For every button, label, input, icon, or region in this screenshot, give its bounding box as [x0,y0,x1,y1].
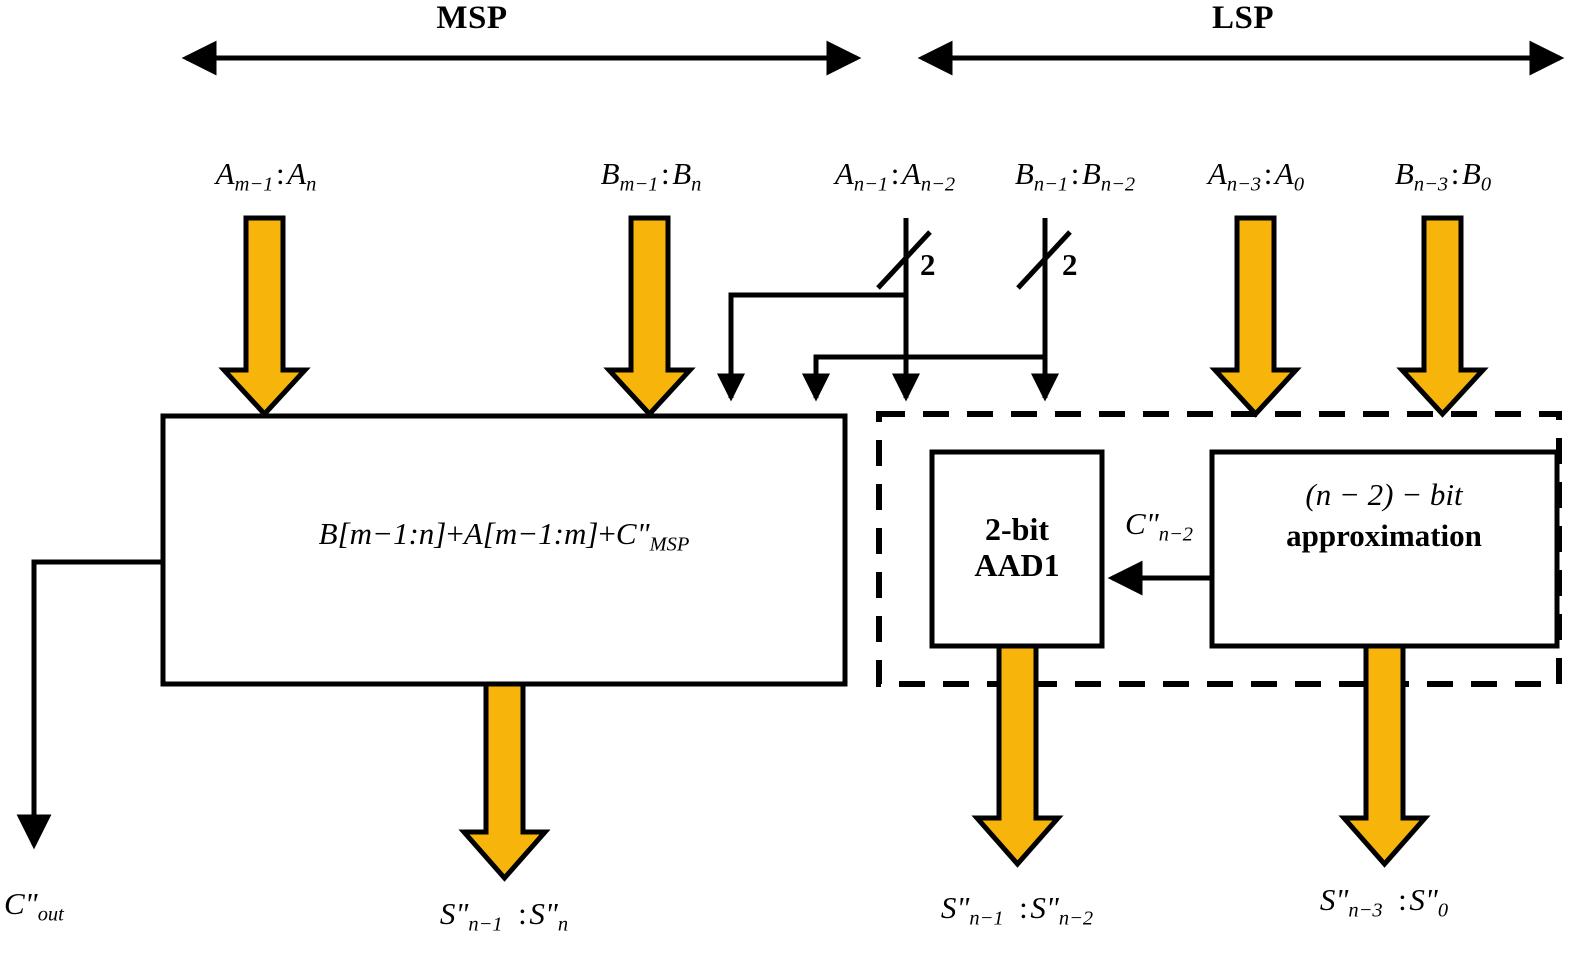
arrow-sum-appx [1338,643,1431,868]
carry-n2-sub: n−2 [1158,523,1193,546]
carry-out-sub: out [37,903,64,926]
input-b-lsp-sub2: 0 [1480,173,1492,196]
input-a-mid-sub1: n−1 [853,173,889,196]
sum-msp-sep: : [518,896,527,931]
msp-adder-box [160,413,848,687]
input-b-msp-sub1: m−1 [619,173,659,196]
approximation-line1: (n − 2) − bit [1305,477,1463,512]
msp-eq-plus2: + [598,516,616,551]
arrow-b-lsp [1396,215,1489,418]
input-b-lsp-sub1: n−3 [1413,173,1449,196]
aad1-block-label: 2-bit AAD1 [974,511,1060,584]
input-b-mid-sep: : [1070,156,1080,191]
input-a-msp-base: A [215,156,235,191]
sum-msp-base: S" [439,896,469,931]
input-a-msp-sub2: n [306,173,317,196]
bus-slash-a [876,230,932,290]
input-b-msp-sub2: n [691,173,702,196]
input-b-msp-base: B [600,156,620,191]
input-a-lsp-sub2: 0 [1293,173,1305,196]
carry-n2-label: C"n−2 [1125,508,1193,545]
yellow-input-arrows [218,215,1489,418]
aad1-line2: AAD1 [974,546,1060,583]
input-b-mid-base2: B [1081,156,1101,191]
sum-appx-sub1: n−3 [1348,899,1383,922]
carry-out-label: C"out [4,888,64,925]
input-a-lsp-sub1: n−3 [1226,173,1262,196]
arrow-sum-msp [458,681,551,882]
sum-aad1-sub2: n−2 [1058,907,1094,930]
msp-eq-c-sub: MSP [649,533,690,556]
sum-appx-base: S" [1319,882,1349,917]
input-a-lsp-base2: A [1274,156,1294,191]
input-a-mid-sep: : [890,156,900,191]
input-b-msp-sep: : [660,156,670,191]
sum-msp-base2: S" [529,896,558,931]
input-a-lsp-sep: : [1263,156,1273,191]
arrow-sum-aad1 [971,643,1064,868]
sum-aad1-base2: S" [1030,890,1059,925]
sum-aad1-sub1: n−1 [969,907,1004,930]
output-label-sum-aad1: S"n−1 : S"n−2 [941,892,1093,929]
input-a-mid-base: A [834,156,854,191]
sum-msp-sub2: n [557,913,569,936]
header-lsp: LSP [1211,0,1275,36]
input-b-lsp-base2: B [1461,156,1481,191]
input-label-a-mid: An−1 : An−2 [835,158,955,195]
carry-out-wire [16,559,163,850]
msp-adder-equation: B[m−1:n]+A[m−1:m]+C"MSP [319,518,690,555]
input-label-a-msp: Am−1 : An [216,158,317,195]
input-label-a-lsp: An−3 : A0 [1208,158,1304,195]
input-b-mid-sub1: n−1 [1033,173,1069,196]
sum-aad1-sep: : [1019,890,1028,925]
output-label-sum-appx: S"n−3 : S"0 [1320,884,1448,921]
arrow-a-msp [218,215,311,418]
bus-slash-b [1016,230,1072,290]
approximation-line2: approximation [1286,517,1482,553]
input-label-b-msp: Bm−1 : Bn [601,158,702,195]
approximation-block-label: (n − 2) − bit approximation [1286,477,1482,553]
input-a-msp-sub1: m−1 [234,173,274,196]
wire-a-mid-branch [717,292,906,402]
sum-appx-sub2: 0 [1437,899,1449,922]
carry-n2-base: C" [1125,506,1159,541]
input-a-msp-base2: A [287,156,307,191]
input-b-lsp-sep: : [1450,156,1460,191]
msp-eq-b-term: B[m−1:n] [318,516,447,551]
bus-width-b-mid: 2 [1062,247,1078,282]
arrow-b-msp [603,215,696,418]
input-label-b-mid: Bn−1 : Bn−2 [1015,158,1135,195]
output-label-sum-msp: S"n−1 : S"n [440,898,568,935]
header-msp: MSP [436,0,508,36]
approximation-box [1209,449,1560,649]
wire-b-mid-branch [802,354,1045,402]
msp-eq-plus1: + [446,516,464,551]
sum-appx-base2: S" [1409,882,1438,917]
input-b-mid-base: B [1014,156,1034,191]
bus-routing-wires [717,218,1072,402]
input-a-msp-sep: : [275,156,285,191]
msp-eq-c-base: C" [615,516,650,551]
input-b-lsp-base: B [1394,156,1414,191]
arrow-a-lsp [1209,215,1302,418]
sum-aad1-base: S" [940,890,970,925]
input-b-mid-sub2: n−2 [1100,173,1136,196]
input-label-b-lsp: Bn−3 : B0 [1395,158,1491,195]
carry-out-base: C" [4,886,38,921]
sum-msp-sub1: n−1 [468,913,503,936]
sum-appx-sep: : [1398,882,1407,917]
input-a-mid-sub2: n−2 [920,173,956,196]
input-a-mid-base2: A [901,156,921,191]
input-b-msp-base2: B [672,156,692,191]
yellow-output-arrows [458,643,1431,882]
aad1-box [929,449,1105,649]
input-a-lsp-base: A [1207,156,1227,191]
msp-eq-a-term: A[m−1:m] [463,516,599,551]
aad1-line1: 2-bit [984,511,1049,547]
bus-width-a-mid: 2 [920,247,936,282]
